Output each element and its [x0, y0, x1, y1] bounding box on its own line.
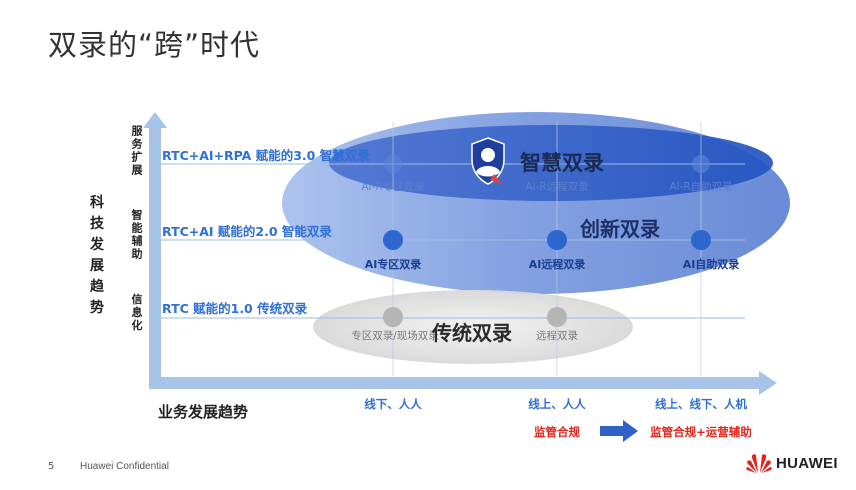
- x-category-1: 线下、人人: [364, 397, 422, 411]
- node-remote-label: 远程双录: [536, 330, 578, 342]
- node-ai-r-remote-label: AI-R远程双录: [525, 181, 588, 193]
- node-ai-remote-label: AI远程双录: [529, 257, 586, 271]
- compliance-from: 监管合规: [534, 425, 580, 439]
- row-label-1-0: RTC 赋能的1.0 传统双录: [162, 301, 308, 316]
- huawei-logo-icon: [746, 454, 772, 473]
- shield-person-icon: [471, 137, 505, 185]
- compliance-arrow: [600, 420, 638, 442]
- row-label-3-0: RTC+AI+RPA 赋能的3.0 智慧双录: [162, 148, 370, 163]
- node-ai-r-zone-label: AI-R专区双录: [361, 180, 424, 193]
- node-ai-zone-label: AI专区双录: [365, 257, 422, 271]
- node-ai-r-self-dot: [692, 155, 710, 173]
- huawei-brand: HUAWEI: [746, 452, 838, 474]
- node-ai-r-self-label: AI-R自助双录: [669, 180, 732, 193]
- node-remote-dot: [547, 307, 567, 327]
- node-ai-self-label: AI自助双录: [683, 257, 740, 271]
- node-zone-onsite-label: 专区双录/现场双录: [351, 329, 439, 342]
- page-title: 双录的“跨”时代: [48, 28, 261, 62]
- row-label-2-0: RTC+AI 赋能的2.0 智能双录: [162, 224, 332, 239]
- traditional-zone-title: 传统双录: [431, 321, 512, 345]
- innovation-zone-title: 创新双录: [579, 217, 660, 241]
- node-ai-r-remote-dot: [548, 155, 566, 173]
- x-axis: [149, 371, 777, 395]
- footer-confidential: Huawei Confidential: [80, 461, 169, 472]
- y-level-label-2: 智能辅助: [132, 208, 143, 261]
- node-zone-onsite-dot: [383, 307, 403, 327]
- wisdom-zone-title: 智慧双录: [520, 151, 604, 175]
- x-category-3: 线上、线下、人机: [655, 397, 747, 411]
- x-axis-title: 业务发展趋势: [158, 403, 248, 421]
- node-ai-self-dot: [691, 230, 711, 250]
- y-axis-title: 科技发展趋势: [89, 194, 105, 316]
- compliance-to: 监管合规+运营辅助: [650, 425, 752, 439]
- y-axis: [143, 112, 167, 388]
- y-level-label-3: 信息化: [132, 292, 143, 332]
- y-axis-title-chars: 科技发展趋势: [89, 194, 105, 316]
- y-level-label-1: 服务扩展: [131, 125, 144, 177]
- footer-page-number: 5: [48, 461, 55, 472]
- node-ai-r-zone-dot: [384, 155, 402, 173]
- node-ai-remote-dot: [547, 230, 567, 250]
- node-ai-zone-dot: [383, 230, 403, 250]
- x-category-2: 线上、人人: [528, 397, 586, 411]
- brand-name: HUAWEI: [776, 454, 838, 472]
